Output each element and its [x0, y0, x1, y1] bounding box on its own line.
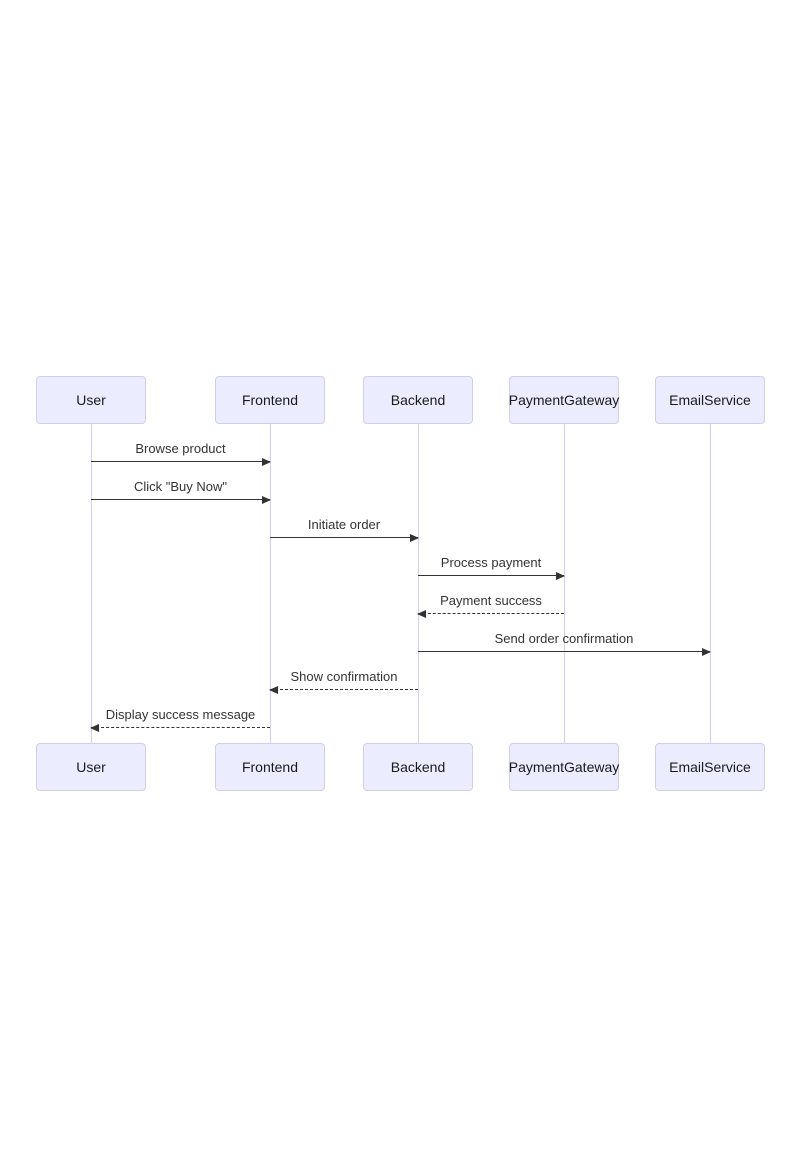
message-click-buy-now: Click "Buy Now"	[91, 478, 271, 504]
actor-box-backend-bottom: Backend	[363, 743, 473, 791]
message-label: Browse product	[135, 441, 226, 456]
arrowhead-left-icon	[90, 724, 99, 732]
message-show-confirmation: Show confirmation	[269, 668, 418, 694]
message-send-order-confirmation: Send order confirmation	[418, 630, 711, 656]
arrowhead-left-icon	[269, 686, 278, 694]
message-line	[91, 499, 270, 500]
lifeline-frontend	[270, 424, 271, 743]
lifeline-emailservice	[710, 424, 711, 743]
message-label: Display success message	[105, 707, 256, 722]
actor-box-backend-top: Backend	[363, 376, 473, 424]
actor-box-frontend-bottom: Frontend	[215, 743, 325, 791]
actor-box-user-top: User	[36, 376, 146, 424]
message-line	[270, 537, 418, 538]
message-initiate-order: Initiate order	[270, 516, 419, 542]
arrowhead-right-icon	[262, 496, 271, 504]
message-process-payment: Process payment	[418, 554, 565, 580]
actor-box-paymentgateway-bottom: PaymentGateway	[509, 743, 619, 791]
message-label: Click "Buy Now"	[133, 479, 228, 494]
message-label: Show confirmation	[290, 669, 398, 684]
actor-box-paymentgateway-top: PaymentGateway	[509, 376, 619, 424]
arrowhead-right-icon	[556, 572, 565, 580]
message-label: Send order confirmation	[494, 631, 634, 646]
message-browse-product: Browse product	[91, 440, 271, 466]
message-label: Payment success	[440, 593, 542, 608]
message-line	[418, 575, 564, 576]
lifeline-user	[91, 424, 92, 743]
arrowhead-left-icon	[417, 610, 426, 618]
actor-box-frontend-top: Frontend	[215, 376, 325, 424]
actor-box-user-bottom: User	[36, 743, 146, 791]
lifeline-backend	[418, 424, 419, 743]
message-display-success-message: Display success message	[90, 706, 270, 732]
lifeline-paymentgateway	[564, 424, 565, 743]
message-line	[418, 613, 564, 614]
message-line	[91, 461, 270, 462]
message-payment-success: Payment success	[417, 592, 564, 618]
message-line	[91, 727, 270, 728]
message-label: Process payment	[440, 555, 542, 570]
actor-box-emailservice-bottom: EmailService	[655, 743, 765, 791]
arrowhead-right-icon	[262, 458, 271, 466]
message-line	[418, 651, 710, 652]
arrowhead-right-icon	[702, 648, 711, 656]
message-line	[270, 689, 418, 690]
message-label: Initiate order	[307, 517, 381, 532]
actor-box-emailservice-top: EmailService	[655, 376, 765, 424]
arrowhead-right-icon	[410, 534, 419, 542]
